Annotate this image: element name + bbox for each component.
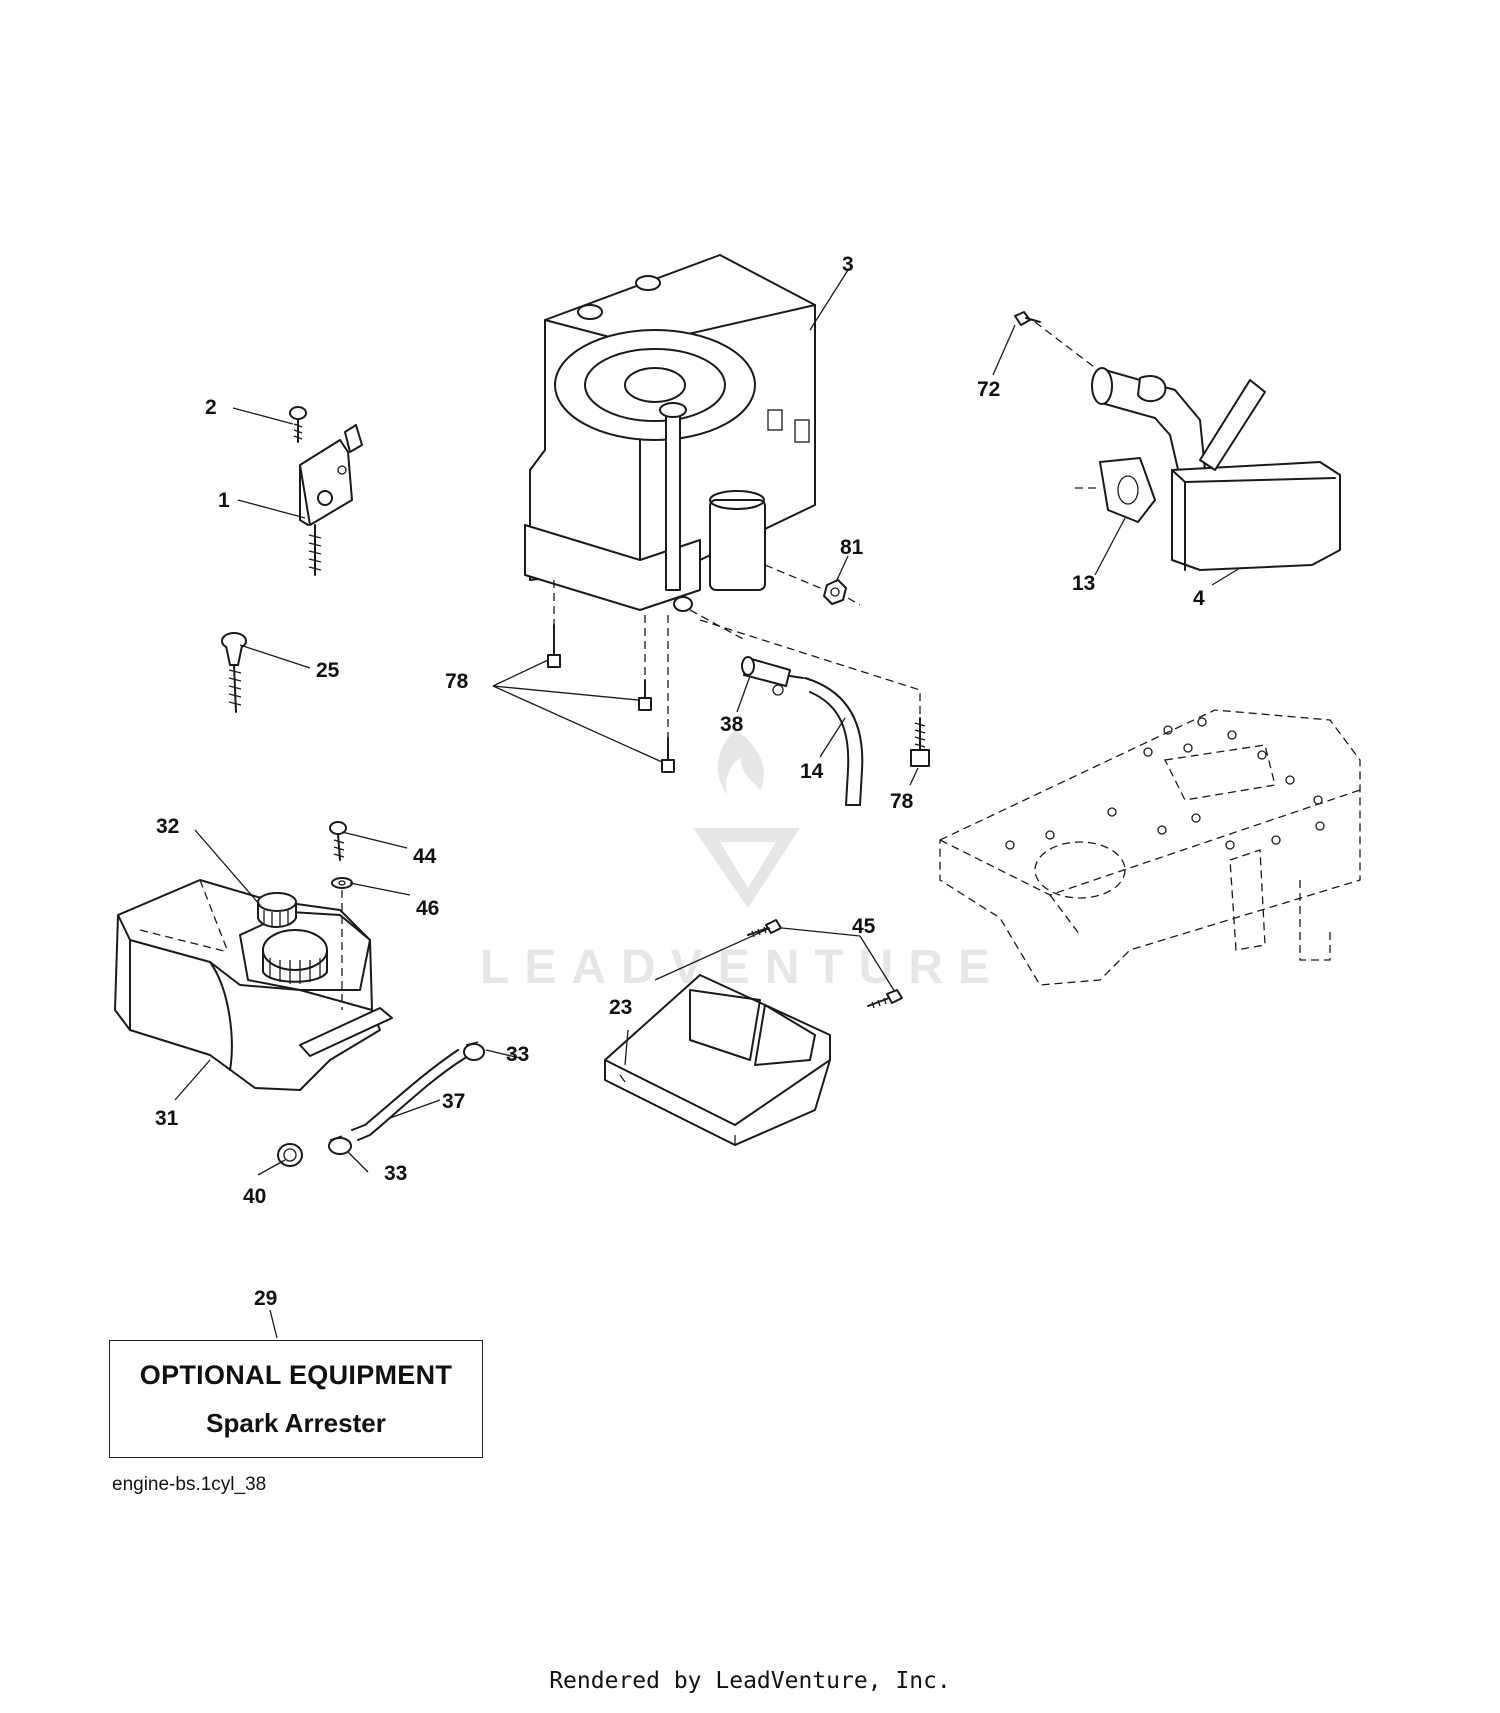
part-tank-cap-32[interactable]	[257, 892, 297, 928]
part-clamp-33b[interactable]	[328, 1135, 352, 1155]
part-screw-45a[interactable]	[747, 919, 782, 938]
part-screw-2[interactable]	[289, 406, 307, 443]
callout-33b: 33	[384, 1162, 407, 1185]
part-screw-45b[interactable]	[867, 989, 903, 1009]
optional-equipment-title: OPTIONAL EQUIPMENT	[139, 1360, 453, 1390]
part-fuel-line-14[interactable]	[804, 677, 864, 806]
callout-72: 72	[977, 378, 1000, 401]
part-heat-shield[interactable]	[604, 974, 831, 1146]
callout-81: 81	[840, 536, 864, 559]
callout-14: 14	[800, 760, 824, 783]
part-bolt-78a[interactable]	[547, 624, 561, 668]
frame-reference	[939, 709, 1361, 986]
part-fuel-tank[interactable]	[114, 879, 393, 1091]
callout-29: 29	[254, 1287, 277, 1310]
callout-25: 25	[316, 659, 340, 682]
callout-3: 3	[842, 253, 854, 276]
callout-33a: 33	[506, 1043, 529, 1066]
part-fuel-filter[interactable]	[741, 656, 804, 696]
part-gasket-13[interactable]	[1099, 457, 1156, 523]
callout-38: 38	[720, 713, 744, 736]
optional-equipment-box: OPTIONAL EQUIPMENT Spark Arrester	[109, 1340, 483, 1458]
callout-46: 46	[416, 897, 439, 920]
part-screw-44[interactable]	[329, 821, 347, 861]
callout-23: 23	[609, 996, 632, 1019]
callout-1: 1	[218, 489, 230, 512]
part-bushing-40[interactable]	[277, 1143, 303, 1167]
part-fuel-hose-37[interactable]	[351, 1049, 466, 1141]
callout-44: 44	[413, 845, 437, 868]
part-bolt-78b[interactable]	[638, 679, 652, 711]
callout-32: 32	[156, 815, 179, 838]
callout-2: 2	[205, 396, 217, 419]
callout-13: 13	[1072, 572, 1095, 595]
callout-78b: 78	[890, 790, 914, 813]
leader-lines	[174, 269, 1241, 1339]
part-throttle-control[interactable]	[299, 424, 363, 576]
part-screw-72[interactable]	[1014, 311, 1041, 326]
callout-78a: 78	[445, 670, 469, 693]
part-muffler[interactable]	[1091, 367, 1341, 571]
part-washer-46[interactable]	[331, 877, 353, 889]
footer-credit: Rendered by LeadVenture, Inc.	[549, 1668, 951, 1694]
callout-40: 40	[243, 1185, 266, 1208]
watermark-text: LEADVENTURE	[480, 941, 1006, 994]
callout-4: 4	[1193, 587, 1205, 610]
optional-equipment-subtitle: Spark Arrester	[206, 1408, 386, 1438]
part-clamp-33a[interactable]	[463, 1041, 485, 1061]
part-bolt-78c[interactable]	[661, 737, 675, 773]
callout-45: 45	[852, 915, 876, 938]
part-bolt-78d[interactable]	[910, 717, 930, 767]
callout-31: 31	[155, 1107, 179, 1130]
diagram-code: engine-bs.1cyl_38	[112, 1474, 267, 1495]
callout-37: 37	[442, 1090, 465, 1113]
part-choke-knob[interactable]	[221, 632, 247, 713]
part-engine[interactable]	[524, 254, 816, 612]
part-nut-81[interactable]	[823, 579, 847, 605]
watermark-logo-icon	[693, 730, 800, 908]
